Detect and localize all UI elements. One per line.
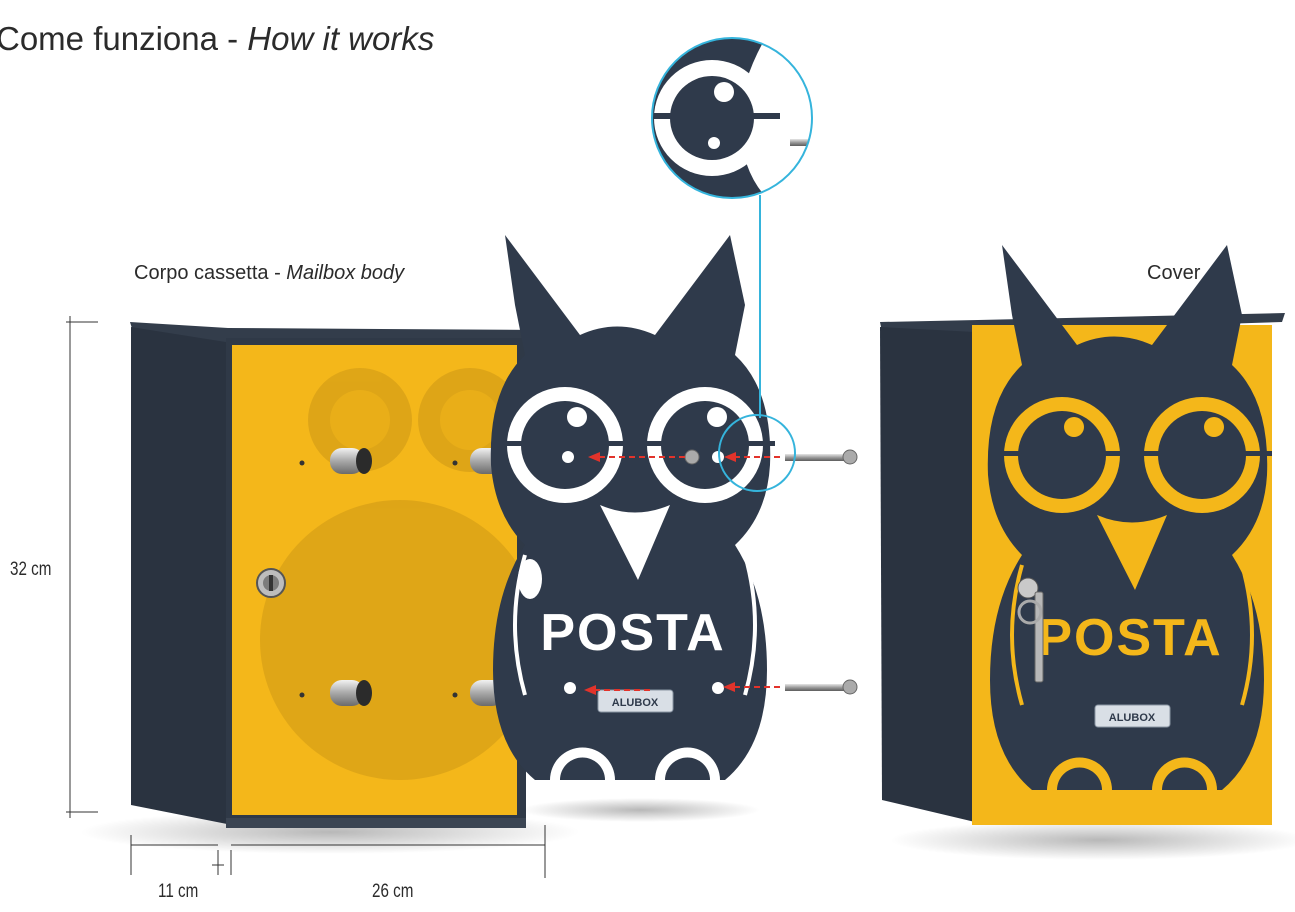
assembled-mailbox: POSTA ALUBOX [880, 245, 1295, 860]
spacer-bottom-left [330, 680, 372, 706]
assembled-posta-text: POSTA [1037, 609, 1222, 667]
lock-icon [257, 569, 285, 597]
screw-eye-left [685, 450, 699, 464]
owl-posta-text: POSTA [540, 604, 725, 662]
brand-plate-text: ALUBOX [612, 697, 659, 709]
owl-cover-exploded: POSTA ALUBOX [491, 235, 775, 822]
screw-bottom [785, 680, 857, 694]
spacer-top-left [330, 448, 372, 474]
assembled-brand-plate-text: ALUBOX [1109, 712, 1156, 724]
